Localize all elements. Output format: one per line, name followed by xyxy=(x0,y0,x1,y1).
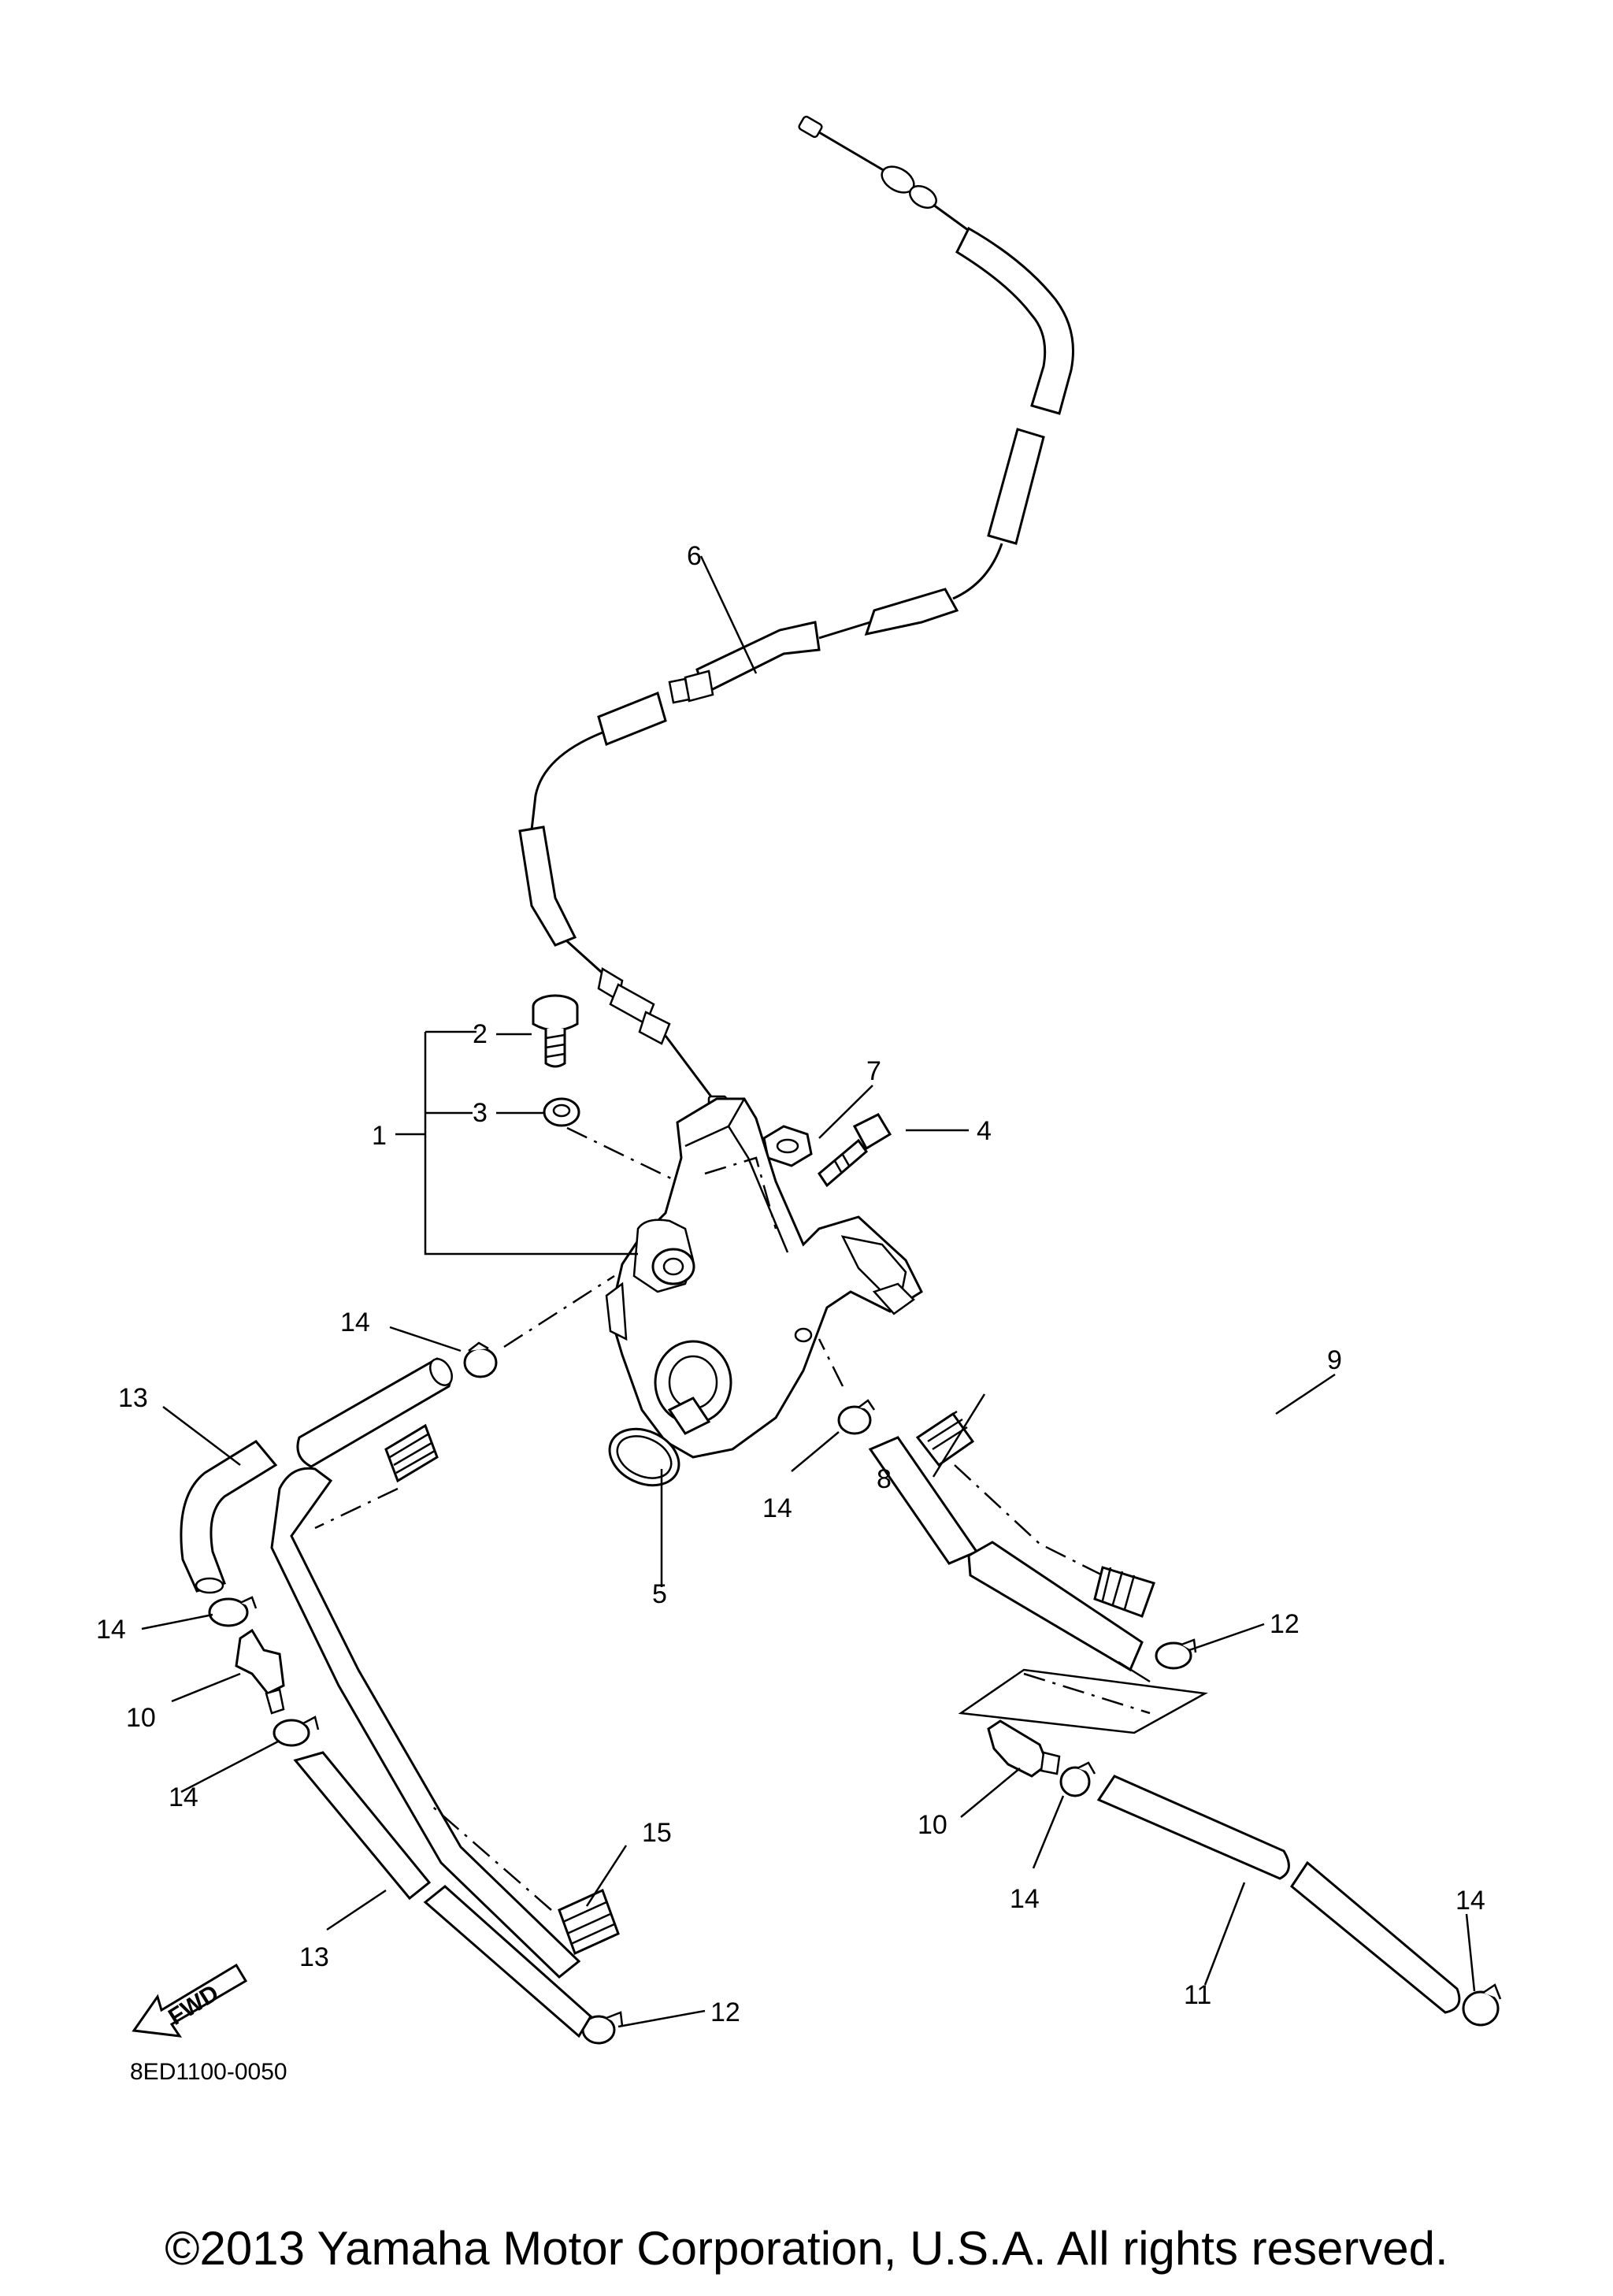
callout-14-center: 14 xyxy=(762,1493,792,1523)
hose-clamp-upper-left xyxy=(463,1341,498,1378)
callout-8: 8 xyxy=(877,1464,892,1494)
hose-clamp-right-1 xyxy=(1059,1761,1096,1797)
throttle-cable xyxy=(518,115,1074,1112)
callout-14-left-2: 14 xyxy=(169,1782,198,1812)
callout-15: 15 xyxy=(642,1818,672,1848)
washer xyxy=(543,1097,580,1127)
fwd-arrow-icon: FWD xyxy=(132,1963,248,2038)
callout-13-upper: 13 xyxy=(118,1383,148,1413)
hose-13-upper-elbow xyxy=(180,1440,278,1594)
diagram-code: 8ED1100-0050 xyxy=(130,2059,287,2085)
hose-clamp-center xyxy=(837,1399,876,1435)
hose-15-spring-upper xyxy=(314,1423,439,1530)
hose-8 xyxy=(868,1436,1144,1672)
assembly-lines xyxy=(503,1126,1208,1734)
hose-upper-left-short xyxy=(296,1357,453,1468)
callout-12-right: 12 xyxy=(1270,1609,1300,1639)
callout-4: 4 xyxy=(977,1116,992,1146)
callout-3: 3 xyxy=(473,1098,488,1128)
callout-leaders xyxy=(141,555,1476,2028)
hose-15-spring-lower xyxy=(428,1803,620,1956)
callout-10-left: 10 xyxy=(126,1703,156,1733)
callout-1: 1 xyxy=(372,1121,387,1151)
callout-13-lower: 13 xyxy=(299,1942,329,1972)
bolt xyxy=(532,994,579,1068)
callout-12-bottom: 12 xyxy=(710,1997,740,2027)
callout-14-upper-left: 14 xyxy=(340,1307,370,1337)
cap-bolt xyxy=(818,1113,892,1188)
hose-clamp-left-1 xyxy=(208,1596,258,1627)
hose-long-left xyxy=(270,1467,581,1979)
hose-clamp-left-2 xyxy=(273,1716,320,1747)
callout-14-left-1: 14 xyxy=(96,1615,126,1645)
callout-9: 9 xyxy=(1327,1345,1342,1375)
callout-5: 5 xyxy=(652,1579,667,1609)
hose-9 xyxy=(915,1410,1155,1618)
hose-13-lower xyxy=(293,1751,592,2038)
joint-fitting-left xyxy=(235,1628,285,1715)
hose-clamp-12-right xyxy=(1155,1638,1197,1670)
callout-14-right-1: 14 xyxy=(1010,1884,1040,1914)
callout-11: 11 xyxy=(1184,1980,1211,2010)
callout-6: 6 xyxy=(687,541,702,571)
hose-clamp-right-2 xyxy=(1462,1983,1502,2027)
throttle-body-assembly xyxy=(605,1097,923,1459)
nut xyxy=(762,1125,813,1167)
callout-labels: 1 2 3 4 5 6 7 8 9 10 10 11 12 12 13 13 1… xyxy=(96,541,1485,2027)
hose-11 xyxy=(1096,1775,1461,2014)
callout-14-right-2: 14 xyxy=(1455,1886,1485,1916)
callout-10-right: 10 xyxy=(918,1810,947,1840)
callout-2: 2 xyxy=(473,1019,488,1049)
callout-7: 7 xyxy=(866,1056,881,1086)
copyright-notice: ©2013 Yamaha Motor Corporation, U.S.A. A… xyxy=(165,2222,1448,2275)
joint-fitting-right xyxy=(987,1719,1061,1778)
